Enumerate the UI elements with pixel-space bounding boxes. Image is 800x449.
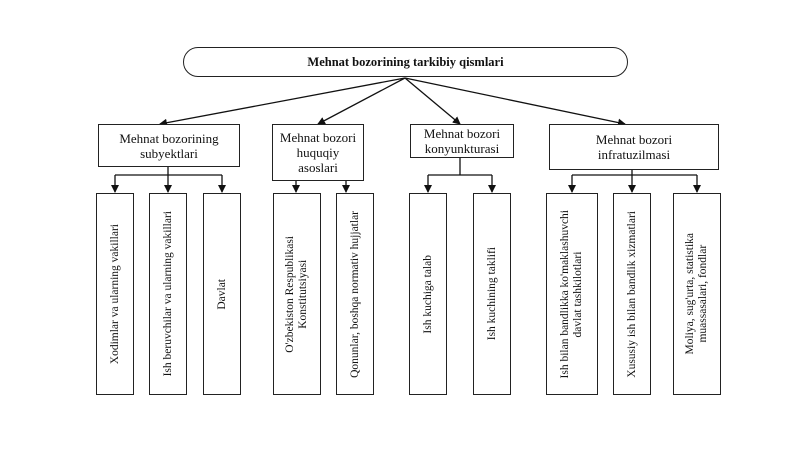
category-konyunkturasi: Mehnat bozori konyunkturasi	[410, 124, 514, 158]
leaf-label: O'zbekiston Respublikasi Konstitutsiyasi	[284, 235, 309, 353]
arrow-root-to-huquqiy	[317, 77, 406, 125]
leaf-ish-kuchining-taklifi: Ish kuchining taklifi	[473, 193, 511, 395]
leaf-label: Ish kuchiga talab	[421, 254, 434, 334]
leaf-label: Ish bilan bandlikka ko'maklashuvchi davl…	[559, 209, 584, 379]
category-huquqiy-asoslari: Mehnat bozori huquqiy asoslari	[272, 124, 364, 181]
leaf-ish-kuchiga-talab: Ish kuchiga talab	[409, 193, 447, 395]
leaf-xodimlar: Xodimlar va ularning vakillari	[96, 193, 134, 395]
arrow-root-to-konyunkturasi	[404, 77, 461, 125]
category-subyektlari: Mehnat bozorining subyektlari	[98, 124, 240, 167]
leaf-label: Qonunlar, boshqa normativ hujjatlar	[348, 210, 361, 378]
leaf-label: Xodimlar va ularning vakillari	[108, 223, 121, 365]
leaf-xususiy-xizmatlar: Xususiy ish bilan bandlik xizmatlari	[613, 193, 651, 395]
category-label: Mehnat bozori infratuzilmasi	[595, 132, 673, 162]
leaf-moliya-muassasalari: Moliya, sug'urta, statistika muassasalar…	[673, 193, 721, 395]
leaf-davlat-tashkilotlari: Ish bilan bandlikka ko'maklashuvchi davl…	[546, 193, 598, 395]
leaf-konstitutsiya: O'zbekiston Respublikasi Konstitutsiyasi	[273, 193, 321, 395]
category-label: Mehnat bozori huquqiy asoslari	[279, 130, 357, 175]
leaf-ish-beruvchilar: Ish beruvchilar va ularning vakillari	[149, 193, 187, 395]
category-label: Mehnat bozori konyunkturasi	[423, 126, 501, 156]
leaf-label: Ish beruvchilar va ularning vakillari	[161, 211, 174, 377]
leaf-qonunlar: Qonunlar, boshqa normativ hujjatlar	[336, 193, 374, 395]
leaf-davlat: Davlat	[203, 193, 241, 395]
arrow-root-to-subyektlari	[159, 77, 406, 127]
leaf-label: Moliya, sug'urta, statistika muassasalar…	[684, 233, 709, 355]
leaf-label: Xususiy ish bilan bandlik xizmatlari	[625, 210, 638, 378]
diagram-title: Mehnat bozorining tarkibiy qismlari	[307, 54, 504, 69]
diagram-title-box: Mehnat bozorining tarkibiy qismlari	[183, 47, 628, 77]
leaf-label: Davlat	[215, 278, 228, 310]
category-label: Mehnat bozorining subyektlari	[119, 130, 219, 161]
category-infratuzilmasi: Mehnat bozori infratuzilmasi	[549, 124, 719, 170]
leaf-label: Ish kuchining taklifi	[485, 247, 498, 341]
arrow-root-to-infratuzilmasi	[404, 77, 626, 127]
